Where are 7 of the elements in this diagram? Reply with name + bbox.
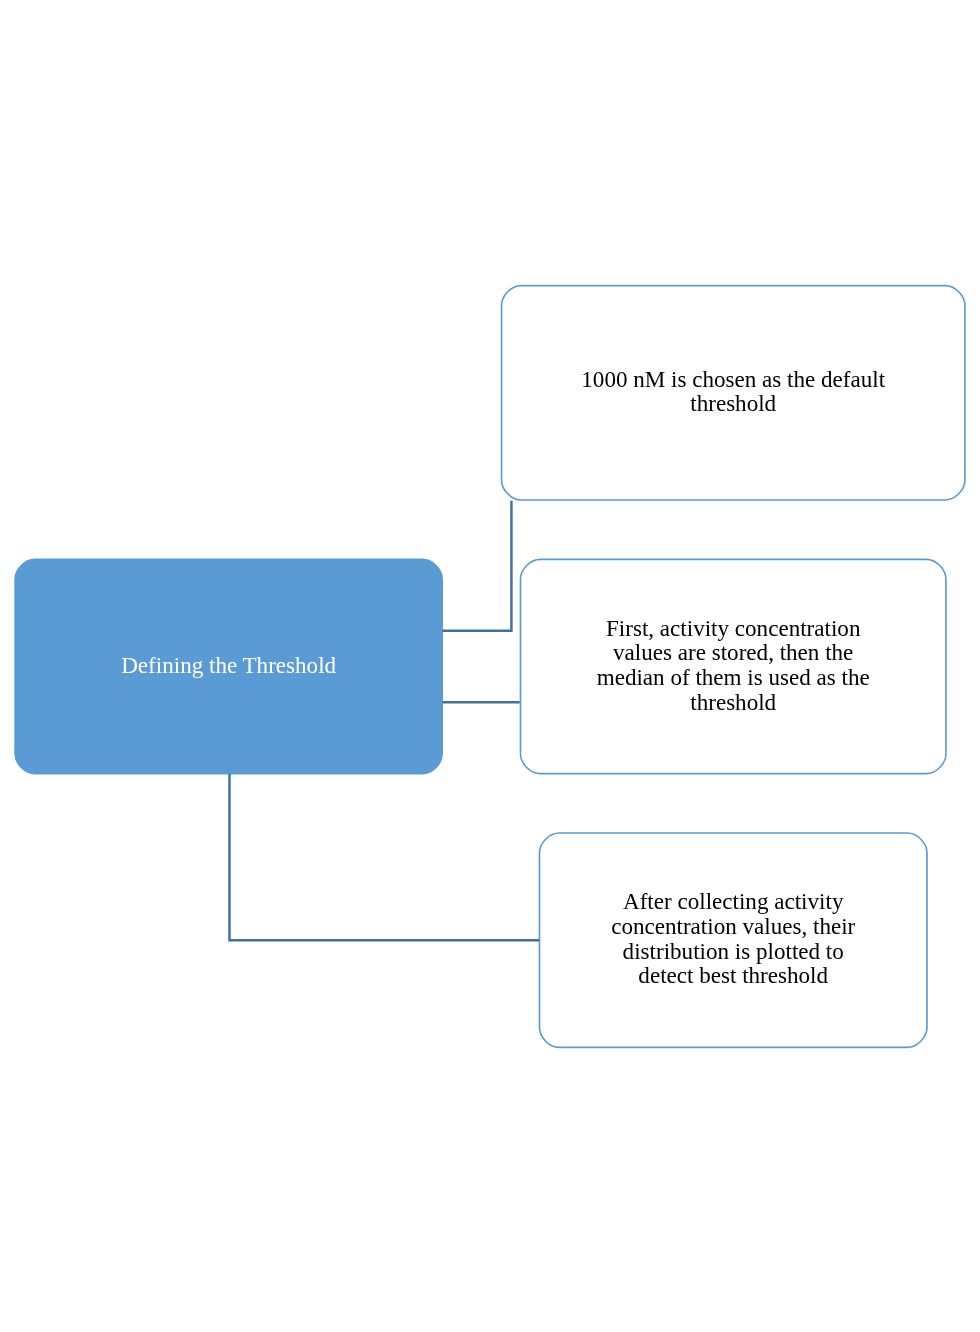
node-box: 1000 nM is chosen as the default threshold bbox=[500, 284, 966, 501]
node-box: First, activity concentration values are stored, then the median of them is used as the threshold bbox=[519, 558, 947, 774]
connector bbox=[228, 773, 540, 941]
node-box: After collecting activity concentration values, their distribution is plotted to detect best threshold bbox=[538, 831, 928, 1048]
node-box: Defining the Threshold bbox=[14, 558, 443, 774]
connector bbox=[442, 500, 513, 632]
connector bbox=[442, 700, 520, 703]
